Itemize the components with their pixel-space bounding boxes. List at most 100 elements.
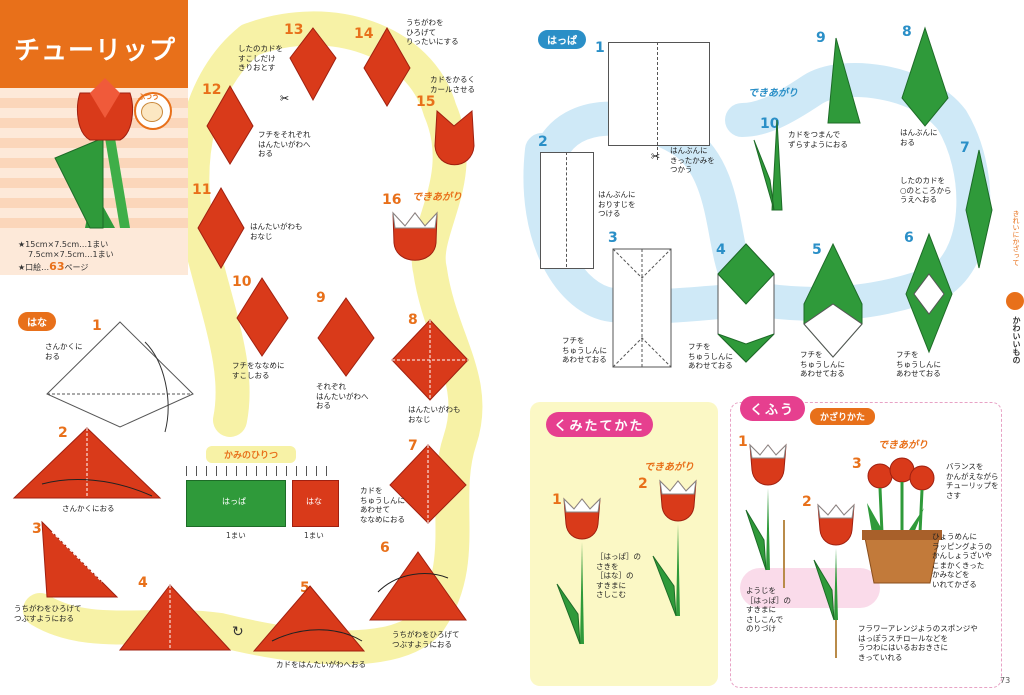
kufuu-pot-note: ひょうめんに ラッピングようの かんしょうざいや こまかくきった かみなどを い…: [932, 532, 992, 589]
hana-step1-number: 1: [92, 318, 102, 334]
happa-step5-diagram: [803, 242, 863, 358]
kumitate-panel: [530, 402, 718, 686]
hana-step12-number: 12: [202, 82, 222, 98]
hana-step13-diagram: [289, 27, 337, 102]
ratio-leaf-count: 1まい: [226, 531, 246, 540]
hana-step14-diagram: [363, 26, 411, 107]
hana-step15-caption: カドをかるく カールさせる: [430, 75, 475, 94]
scissors-icon: ✂: [651, 150, 661, 163]
page-number: 73: [1000, 676, 1011, 685]
happa-step4-caption: フチを ちゅうしんに あわせておる: [688, 342, 733, 370]
hana-step16-diagram: [392, 211, 438, 261]
hana-step4-diagram: [118, 584, 232, 651]
kufuu-step2-diagram: [813, 503, 855, 658]
kufuu-title: くふう: [740, 396, 806, 421]
kufuu-arrange-note: フラワーアレンジようのスポンジや はっぽうスチロールなどを うつわにはいるおおき…: [858, 624, 978, 662]
page-title: チューリップ: [14, 36, 177, 66]
hana-step8-number: 8: [408, 312, 418, 328]
happa-step8-number: 8: [902, 24, 912, 40]
paper-info-line3: ★口絵…63ページ: [18, 260, 88, 273]
kufuu-step1-number: 1: [738, 434, 748, 450]
happa-step8-caption: はんぶんに おる: [900, 128, 938, 147]
scissors-icon: ✂: [280, 92, 290, 105]
hana-step6-diagram: [369, 551, 467, 621]
happa-step2-crease: [566, 152, 567, 267]
happa-step3-caption: フチを ちゅうしんに あわせておる: [562, 336, 607, 364]
kumitate-step1-diagram: [556, 497, 601, 645]
bear-face-icon: [141, 102, 163, 122]
ratio-flower-label: はな: [306, 497, 322, 506]
hana-step1-diagram: [46, 321, 194, 433]
finished-tulip-image: [54, 78, 133, 229]
hana-step10-diagram: [236, 277, 289, 357]
hana-step15-number: 15: [416, 94, 436, 110]
hana-step11-caption: はんたいがわも おなじ: [250, 222, 303, 241]
hana-step13-caption: したのカドを すこしだけ きりおとす: [238, 44, 283, 72]
happa-step9-number: 9: [816, 30, 826, 46]
happa-step3-number: 3: [608, 230, 618, 246]
kufuu-step1-diagram: [745, 443, 787, 588]
paper-info-line2: 7.5cm×7.5cm…1まい: [28, 250, 114, 259]
hana-step3-number: 3: [32, 521, 42, 537]
hana-step3-caption: うちがわをひろげて つぶすようにおる: [14, 604, 82, 623]
flow-path-yellow: [23, 11, 483, 665]
happa-step6-diagram: [905, 232, 953, 354]
hana-step3-diagram: [41, 520, 119, 598]
happa-step2-caption: はんぶんに おりすじを つける: [598, 190, 636, 218]
happa-step3-diagram: [612, 248, 672, 368]
happa-step10-number: 10: [760, 116, 780, 132]
hana-step13-number: 13: [284, 22, 304, 38]
kufuu-step3-diagram: [862, 457, 942, 584]
hana-step7-caption: カドを ちゅうしんに あわせて ななめにおる: [360, 486, 405, 524]
hana-step9-number: 9: [316, 290, 326, 306]
paper-info-line1: ★15cm×7.5cm…1まい: [18, 240, 109, 249]
hana-step9-caption: それぞれ はんたいがわへ おる: [316, 382, 369, 410]
happa-step1-cutline: [657, 42, 658, 160]
happa-step6-caption: フチを ちゅうしんに あわせておる: [896, 350, 941, 378]
hana-step2-diagram: [12, 427, 162, 499]
paper-info-page: 63: [49, 260, 65, 273]
kumitate-title: くみたてかた: [546, 412, 653, 437]
hana-step12-diagram: [206, 84, 254, 165]
title-band: [0, 0, 188, 88]
happa-step1-caption: はんぶんに きったかみを つかう: [670, 146, 715, 174]
hana-section-label: はな: [18, 312, 56, 331]
happa-step1-number: 1: [595, 40, 605, 56]
side-tab-category: きれいにかざって: [1012, 210, 1020, 266]
hana-step16-number: 16: [382, 192, 402, 208]
kufuu-done-label: できあがり: [878, 440, 928, 451]
side-tab-icon: [1006, 292, 1024, 310]
happa-step4-diagram: [717, 243, 775, 363]
hana-step10-number: 10: [232, 274, 252, 290]
hana-step11-number: 11: [192, 182, 212, 198]
happa-step10-diagram: [753, 119, 783, 211]
kufuu-step2-number: 2: [802, 494, 812, 510]
paper-info-prefix: ★口絵…: [18, 263, 50, 272]
happa-step5-caption: フチを ちゅうしんに あわせておる: [800, 350, 845, 378]
hana-step15-diagram: [434, 109, 475, 166]
hana-step6-caption: うちがわをひろげて つぶすようにおる: [392, 630, 460, 649]
happa-step7-diagram: [965, 149, 993, 269]
hana-step11-diagram: [197, 186, 245, 270]
happa-step2-number: 2: [538, 134, 548, 150]
hana-step10-caption: フチをななめに すこしおる: [232, 361, 285, 380]
kufuu-step3-caption: バランスを かんがえながら チューリップを さす: [946, 462, 999, 500]
kufuu-subtitle: かざりかた: [810, 408, 876, 425]
kufuu-step1-caption: ようじを ［はっぱ］の すきまに さしこんで のりづけ: [746, 586, 791, 633]
happa-step7-caption: したのカドを ○のところから うえへおる: [900, 176, 952, 204]
hana-step5-caption: カドをはんたいがわへおる: [276, 660, 366, 669]
ratio-leaf-label: はっぱ: [222, 497, 246, 506]
kufuu-step3-number: 3: [852, 456, 862, 472]
ratio-title: かみのひりつ: [206, 446, 297, 463]
ratio-leaf-paper: [186, 480, 286, 527]
happa-step9-diagram: [827, 37, 861, 124]
hana-step14-caption: うちがわを ひろげて りったいにする: [406, 18, 459, 46]
left-page: チューリップ ふつう ★15cm×7.5cm…1まい 7.5cm×7.5cm…1…: [0, 0, 483, 669]
happa-section-label: はっぱ: [538, 30, 586, 49]
hana-step5-number: 5: [300, 580, 310, 596]
hana-step2-number: 2: [58, 425, 68, 441]
ratio-flower-count: 1まい: [304, 531, 324, 540]
paper-info-suffix: ページ: [64, 263, 89, 272]
kufuu-pink-band: [740, 568, 880, 608]
ratio-flower-paper: [292, 480, 339, 527]
